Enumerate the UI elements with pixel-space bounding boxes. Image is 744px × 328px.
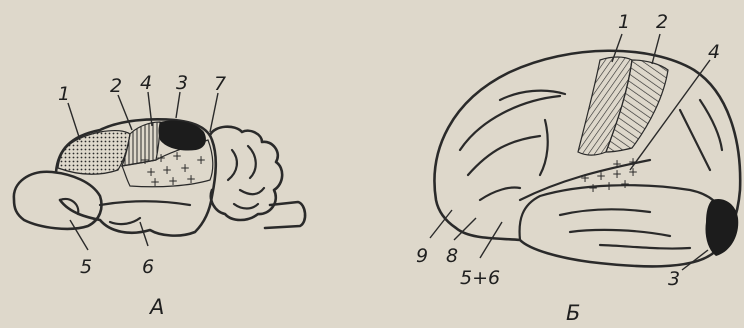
svg-text:+: +	[168, 174, 178, 188]
label-a-2: 2	[110, 75, 122, 97]
label-b-9: 9	[416, 245, 428, 267]
svg-text:+: +	[196, 153, 206, 167]
panel-a: +++ ++++ +++ 1 2 4 3 7 5 6 A	[14, 72, 305, 319]
label-b-4: 4	[708, 41, 720, 63]
olfactory-bulb-outline	[14, 172, 102, 229]
label-b-2: 2	[656, 11, 668, 33]
brain-stem-outline	[265, 202, 305, 228]
label-a-5: 5	[80, 256, 92, 278]
svg-text:+: +	[588, 181, 598, 195]
label-b-1: 1	[618, 11, 630, 33]
label-a-4: 4	[140, 72, 152, 94]
label-a-1: 1	[58, 83, 70, 105]
label-b-8: 8	[446, 245, 458, 267]
region-3-b-dark	[705, 199, 738, 256]
caption-a: A	[148, 295, 164, 319]
label-b-3: 3	[668, 268, 680, 290]
svg-text:+: +	[150, 175, 160, 189]
svg-text:+: +	[604, 179, 614, 193]
svg-text:+: +	[620, 177, 630, 191]
label-a-7: 7	[214, 73, 226, 95]
region-1-dotted	[58, 131, 130, 175]
temporal-lobe-border	[520, 185, 726, 240]
label-b-5-6: 5+6	[460, 267, 500, 289]
hemisphere-b-outline	[435, 51, 741, 267]
panel-b: ++++ +++ ++ 1 2 4 9 8 5+6 3 Б	[416, 11, 740, 325]
svg-text:+: +	[186, 172, 196, 186]
caption-b: Б	[566, 301, 580, 325]
region-4-b-plus-marks: ++++ +++ ++	[580, 155, 638, 195]
label-a-3: 3	[176, 72, 188, 94]
svg-text:+: +	[612, 157, 622, 171]
label-a-6: 6	[142, 256, 154, 278]
